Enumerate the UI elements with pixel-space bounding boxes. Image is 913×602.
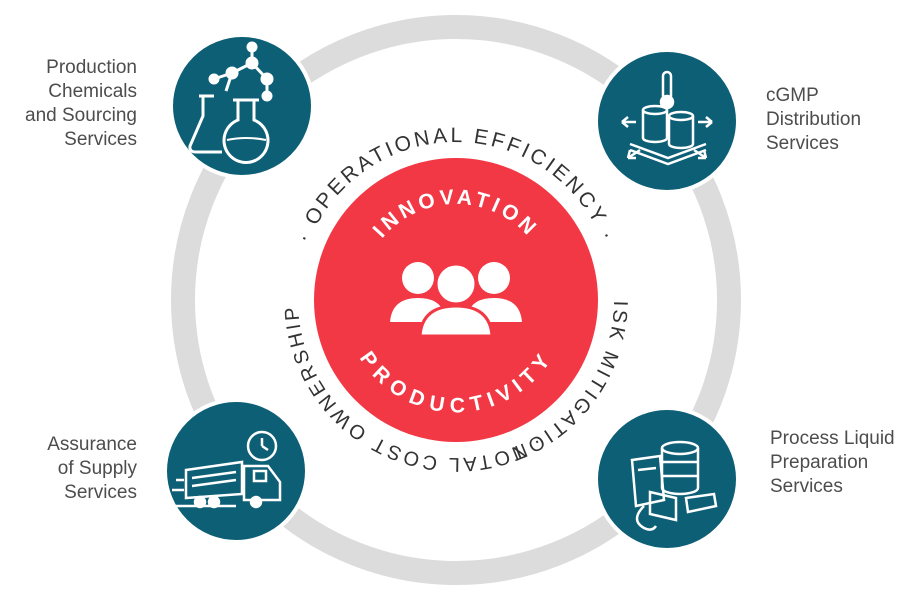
- label-line: Services: [64, 482, 137, 503]
- label-line: Services: [766, 133, 839, 154]
- outer-ring: [171, 15, 741, 585]
- service-node-cgmp-distribution: [594, 48, 740, 194]
- label-assurance-of-supply: Assurance of Supply Services: [0, 433, 137, 505]
- label-line: Services: [64, 129, 137, 150]
- label-production-chemicals: Production Chemicals and Sourcing Servic…: [0, 56, 137, 152]
- service-node-production-chemicals: [169, 33, 315, 179]
- label-line: Production: [46, 57, 137, 78]
- label-line: and Sourcing: [25, 105, 137, 126]
- liquid-bags-drum-icon: [630, 440, 718, 531]
- people-group-icon: [390, 262, 522, 338]
- label-line: Distribution: [766, 109, 862, 130]
- label-line: Process Liquid: [770, 428, 895, 449]
- label-line: of Supply: [57, 458, 137, 479]
- label-line: Preparation: [770, 452, 869, 473]
- chemistry-flask-icon: [188, 41, 274, 164]
- label-line: Services: [770, 476, 843, 497]
- service-node-process-liquid: [594, 406, 740, 552]
- label-line: cGMP: [766, 85, 819, 106]
- label-line: Chemicals: [48, 81, 137, 102]
- label-cgmp-distribution: cGMP Distribution Services: [766, 84, 906, 156]
- label-line: Assurance: [47, 434, 137, 455]
- label-process-liquid: Process Liquid Preparation Services: [770, 427, 910, 499]
- delivery-truck-icon: [172, 430, 282, 509]
- distribution-pallet-icon: [621, 70, 713, 166]
- service-node-assurance-of-supply: [163, 398, 309, 544]
